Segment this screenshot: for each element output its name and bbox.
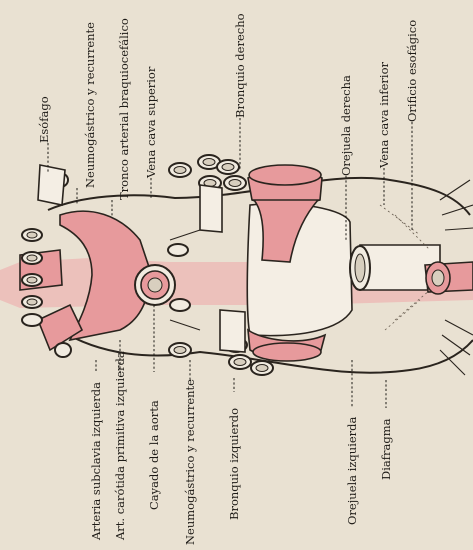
label-orejuela-derecha: Orejuela derecha bbox=[339, 75, 353, 176]
label-carotida: Art. carótida primitiva izquierda bbox=[113, 351, 127, 541]
mediastinum-drawing bbox=[0, 155, 473, 375]
label-diafragma: Diafragma bbox=[379, 418, 393, 480]
label-orificio-esofagico: Orificio esofágico bbox=[405, 20, 419, 122]
label-vena-cava-inferior: Vena cava inferior bbox=[377, 61, 391, 169]
label-arteria-subclavia: Arteria subclavia izquierda bbox=[89, 382, 103, 541]
label-bronquio-derecho: Bronquio derecho bbox=[233, 13, 247, 118]
label-orejuela-izquierda: Orejuela izquierda bbox=[345, 416, 359, 525]
label-esofago: Esófago bbox=[37, 96, 51, 143]
trachea-rings bbox=[22, 229, 42, 326]
label-tronco-braquiocefalico: Tronco arterial braquiocefálico bbox=[117, 18, 131, 200]
label-neumogastrico-derecho: Neumogástrico y recurrente bbox=[83, 22, 97, 188]
aortic-arch bbox=[20, 165, 175, 357]
label-neumogastrico-izquierdo: Neumogástrico y recurrente bbox=[183, 379, 197, 545]
label-bronquio-izquierdo: Bronquio izquierdo bbox=[227, 408, 241, 520]
label-vena-cava-superior: Vena cava superior bbox=[144, 66, 158, 179]
label-cayado: Cayado de la aorta bbox=[147, 400, 161, 510]
